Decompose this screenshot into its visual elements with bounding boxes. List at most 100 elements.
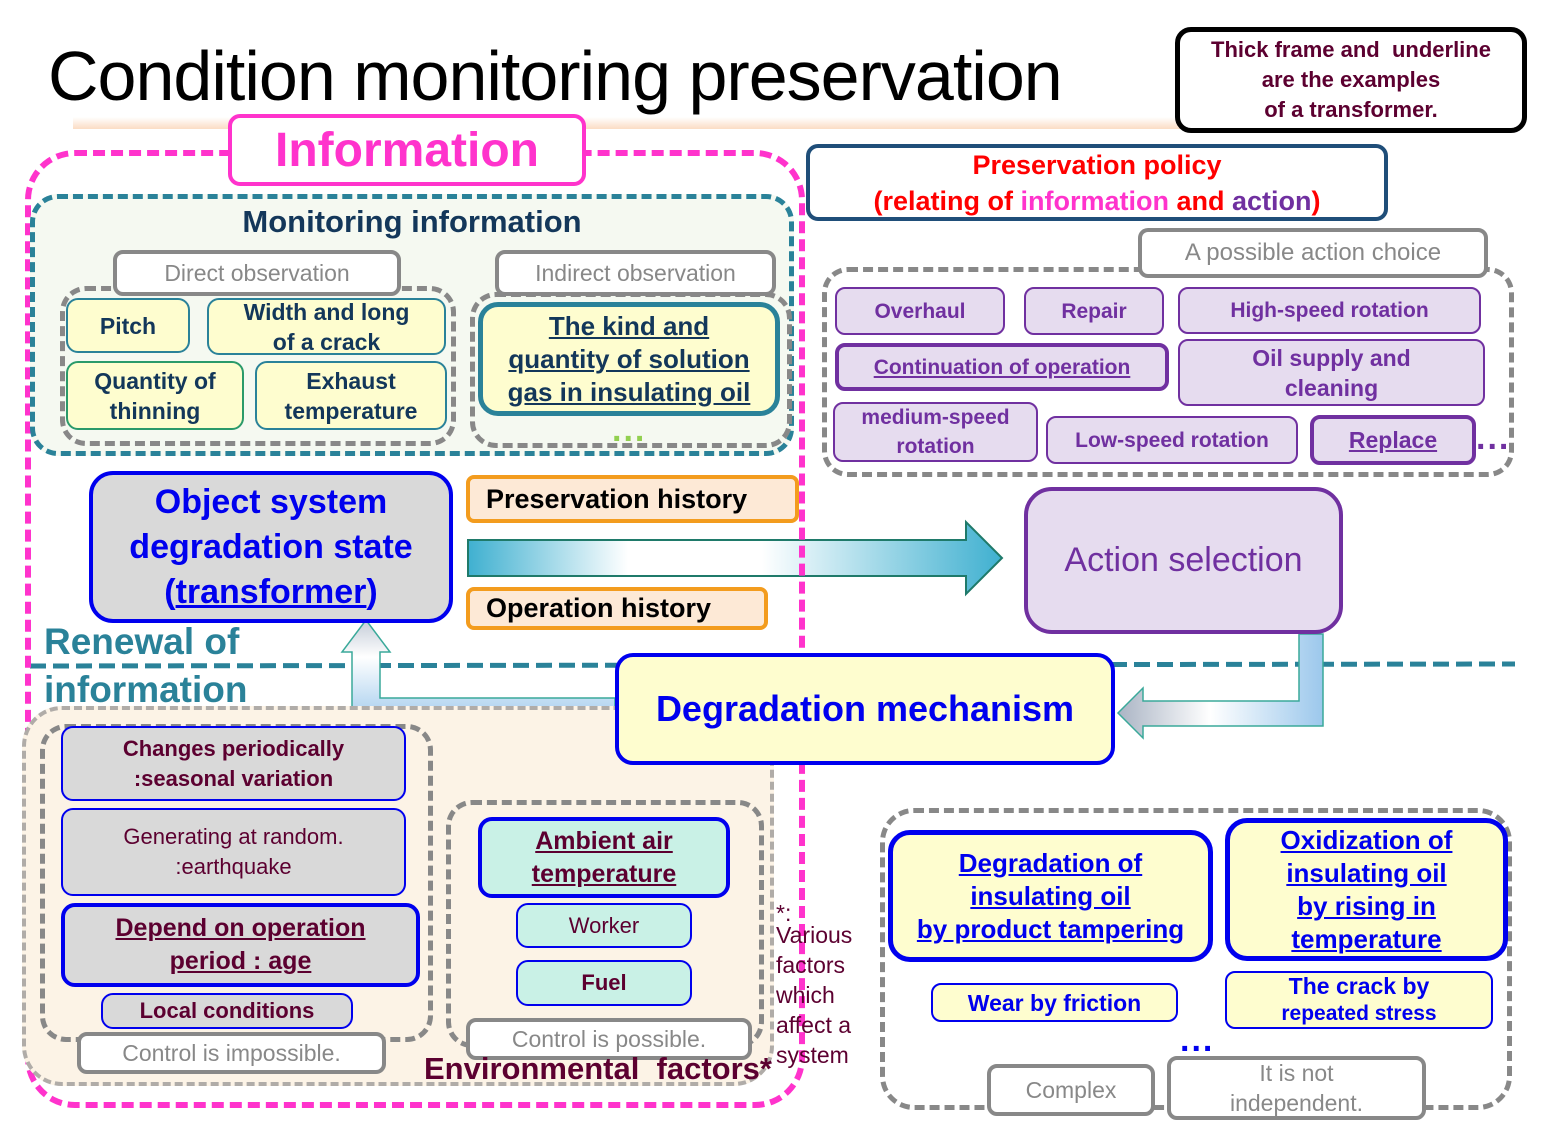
- preservation-history: Preservation history: [466, 475, 799, 523]
- env-text: Depend on operation: [115, 914, 366, 942]
- env-title-asterisk: *: [759, 1051, 772, 1086]
- policy-text: ): [1311, 185, 1321, 216]
- item-text: thinning: [109, 397, 201, 424]
- arrow-to-action-selection: [467, 519, 1004, 597]
- item-text: Width and long: [243, 298, 410, 325]
- env-text: Ambient air: [535, 826, 673, 855]
- control-impossible-label: Control is impossible.: [77, 1032, 386, 1074]
- action-text: Oil supply and: [1252, 344, 1411, 371]
- environmental-factors-title: Environmental factors*: [424, 1051, 772, 1087]
- action-oil-supply-cleaning: Oil supply and cleaning: [1178, 339, 1485, 406]
- policy-text: (relating of: [873, 185, 1021, 216]
- footnote-line: system: [776, 1042, 849, 1068]
- footnote-line: Various: [776, 922, 853, 948]
- mechanism-ellipsis: ...: [1180, 1021, 1215, 1059]
- monitoring-item-thinning: Quantity of thinning: [66, 361, 244, 430]
- env-text: :earthquake: [175, 854, 292, 879]
- policy-title: Preservation policy: [972, 149, 1222, 180]
- legend-line: of a transformer.: [1264, 97, 1438, 122]
- action-high-speed-rotation: High-speed rotation: [1178, 287, 1481, 334]
- policy-action-word: action: [1232, 185, 1312, 216]
- monitoring-item-crack: Width and long of a crack: [207, 298, 446, 355]
- monitoring-item-pitch: Pitch: [66, 298, 190, 353]
- mechanism-oxidization: Oxidization of insulating oil by rising …: [1225, 818, 1508, 961]
- action-choice-label: A possible action choice: [1138, 228, 1488, 278]
- action-overhaul: Overhaul: [835, 287, 1005, 335]
- environmental-footnote: *: Various factors which affect a system: [776, 900, 853, 1070]
- env-text: period : age: [169, 947, 312, 975]
- action-text: medium-speed: [861, 406, 1010, 429]
- item-text: of a crack: [272, 328, 381, 355]
- action-replace: Replace: [1310, 415, 1476, 465]
- object-state-line: (transformer): [164, 570, 378, 615]
- label-text: It is not: [1259, 1060, 1334, 1086]
- renewal-of-information-label: Renewal of information: [44, 618, 247, 714]
- indirect-observation-label: Indirect observation: [495, 250, 776, 296]
- footnote-line: *:: [776, 900, 792, 926]
- env-item-local-conditions: Local conditions: [101, 993, 353, 1029]
- mechanism-product-tampering: Degradation of insulating oil by product…: [888, 830, 1213, 962]
- page-title: Condition monitoring preservation: [48, 37, 1063, 115]
- mechanism-text: Degradation of: [958, 847, 1143, 878]
- monitoring-item-exhaust-temperature: Exhaust temperature: [255, 361, 447, 430]
- action-medium-speed-rotation: medium-speed rotation: [833, 402, 1038, 462]
- action-selection: Action selection: [1024, 487, 1343, 634]
- mechanism-text: by rising in: [1297, 890, 1436, 921]
- mechanism-text: The crack by: [1288, 973, 1430, 999]
- env-text: temperature: [531, 859, 677, 888]
- object-state-line: Object system: [154, 482, 388, 521]
- operation-history: Operation history: [466, 587, 768, 630]
- complex-label: Complex: [987, 1064, 1155, 1116]
- item-text: Pitch: [99, 312, 157, 339]
- env-title-text: Environmental factors: [424, 1051, 760, 1086]
- action-ellipsis: ...: [1476, 419, 1511, 457]
- policy-subtitle: (relating of information and action): [873, 183, 1320, 219]
- footnote-line: which: [776, 982, 835, 1008]
- object-degradation-state: Object system degradation state (transfo…: [89, 471, 453, 623]
- item-text: quantity of solution: [508, 343, 750, 374]
- env-item-seasonal-variation: Changes periodically :seasonal variation: [61, 726, 406, 801]
- mechanism-text: temperature: [1291, 923, 1442, 954]
- env-item-operation-age: Depend on operation period : age: [61, 903, 420, 987]
- action-text: rotation: [896, 435, 975, 458]
- item-text: Quantity of: [94, 367, 216, 394]
- mechanism-crack-repeated-stress: The crack by repeated stress: [1225, 971, 1493, 1029]
- action-continuation-of-operation: Continuation of operation: [835, 343, 1169, 391]
- env-item-worker: Worker: [516, 903, 692, 948]
- object-state-line: degradation state: [129, 527, 413, 566]
- item-text: gas in insulating oil: [507, 376, 751, 407]
- degradation-mechanism: Degradation mechanism: [615, 653, 1115, 765]
- env-item-earthquake: Generating at random. :earthquake: [61, 808, 406, 896]
- mechanism-wear-by-friction: Wear by friction: [931, 983, 1178, 1022]
- renewal-line: information: [44, 669, 248, 710]
- footnote-line: affect a: [776, 1012, 852, 1038]
- preservation-policy: Preservation policy (relating of informa…: [806, 144, 1388, 221]
- label-text: independent.: [1229, 1090, 1363, 1116]
- direct-observation-label: Direct observation: [113, 250, 401, 296]
- env-item-ambient-air-temperature: Ambient air temperature: [478, 817, 730, 898]
- mechanism-text: Oxidization of: [1280, 824, 1453, 855]
- mechanism-text: insulating oil: [970, 880, 1131, 911]
- item-text: The kind and: [548, 310, 710, 341]
- item-text: Exhaust: [306, 367, 396, 394]
- env-text: Generating at random.: [123, 824, 344, 849]
- monitoring-item-solution-gas: The kind and quantity of solution gas in…: [478, 302, 780, 416]
- paren: ): [366, 572, 378, 611]
- policy-information-word: information: [1020, 185, 1169, 216]
- env-text: :seasonal variation: [133, 765, 334, 791]
- action-repair: Repair: [1024, 287, 1164, 335]
- paren: (: [164, 572, 176, 611]
- information-label: Information: [228, 114, 586, 186]
- env-item-fuel: Fuel: [516, 960, 692, 1006]
- legend-line: Thick frame and underline: [1211, 37, 1491, 62]
- control-possible-label: Control is possible.: [466, 1018, 752, 1060]
- action-text: cleaning: [1284, 374, 1379, 401]
- action-low-speed-rotation: Low-speed rotation: [1046, 416, 1298, 464]
- indirect-ellipsis: ...: [612, 411, 647, 449]
- monitoring-information-title: Monitoring information: [242, 204, 582, 239]
- arrow-to-degradation-mechanism: [1116, 633, 1324, 740]
- mechanism-text: insulating oil: [1286, 857, 1447, 888]
- footnote-line: factors: [776, 952, 846, 978]
- env-text: Changes periodically: [122, 735, 345, 761]
- mechanism-text: by product tampering: [916, 913, 1185, 944]
